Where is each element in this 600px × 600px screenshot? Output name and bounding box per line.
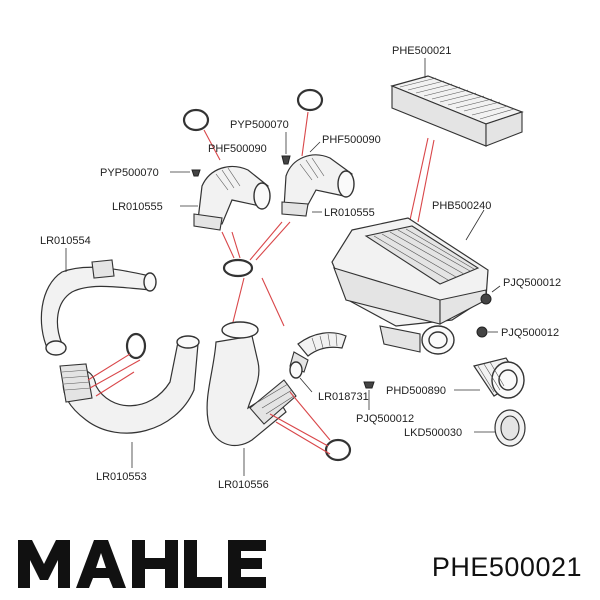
hose-clamp-top-left	[182, 108, 210, 132]
label-lr010556: LR010556	[218, 479, 269, 491]
label-lr010553: LR010553	[96, 471, 147, 483]
hose-clamp-center	[222, 258, 254, 278]
label-lkd500030: LKD500030	[404, 427, 462, 439]
clamp-lower-left-a	[125, 332, 147, 360]
label-phd500890: PHD500890	[386, 385, 446, 397]
label-phe500021: PHE500021	[392, 45, 451, 57]
grommet-center	[363, 381, 375, 389]
air-filter-element	[390, 75, 524, 147]
label-lr010555-left: LR010555	[112, 201, 163, 213]
label-phf500090-right: PHF500090	[322, 134, 381, 146]
seal	[494, 409, 526, 447]
intake-pipe-lower-left	[59, 335, 200, 434]
label-pyp500070-top: PYP500070	[230, 119, 289, 131]
label-phb500240: PHB500240	[432, 200, 491, 212]
intake-duct-left	[193, 165, 271, 231]
part-code: PHE500021	[431, 552, 582, 582]
label-lr010554: LR010554	[40, 235, 91, 247]
label-pjq500012-b: PJQ500012	[501, 327, 559, 339]
intake-pipe-lower-center	[206, 321, 297, 447]
mahle-logo	[18, 540, 266, 588]
air-box-housing	[331, 217, 489, 355]
intake-duct-right	[281, 154, 355, 217]
hose-clamp-top-right	[296, 88, 324, 112]
label-pjq500012-a: PJQ500012	[503, 277, 561, 289]
grommet-lower	[476, 326, 488, 338]
maf-sensor	[473, 357, 525, 399]
clamp-lower-center	[324, 438, 352, 462]
label-lr018731: LR018731	[318, 391, 369, 403]
label-pjq500012-c: PJQ500012	[356, 413, 414, 425]
label-lr010555-right: LR010555	[324, 207, 375, 219]
label-phf500090-left: PHF500090	[208, 143, 267, 155]
label-pyp500070-left: PYP500070	[100, 167, 159, 179]
leader-phb500240	[465, 209, 485, 241]
clip-top	[281, 155, 291, 165]
elbow-hose-small	[289, 332, 347, 379]
intake-pipe-upper-left	[40, 259, 157, 356]
clip-left	[191, 169, 201, 177]
grommet-upper	[480, 293, 492, 305]
